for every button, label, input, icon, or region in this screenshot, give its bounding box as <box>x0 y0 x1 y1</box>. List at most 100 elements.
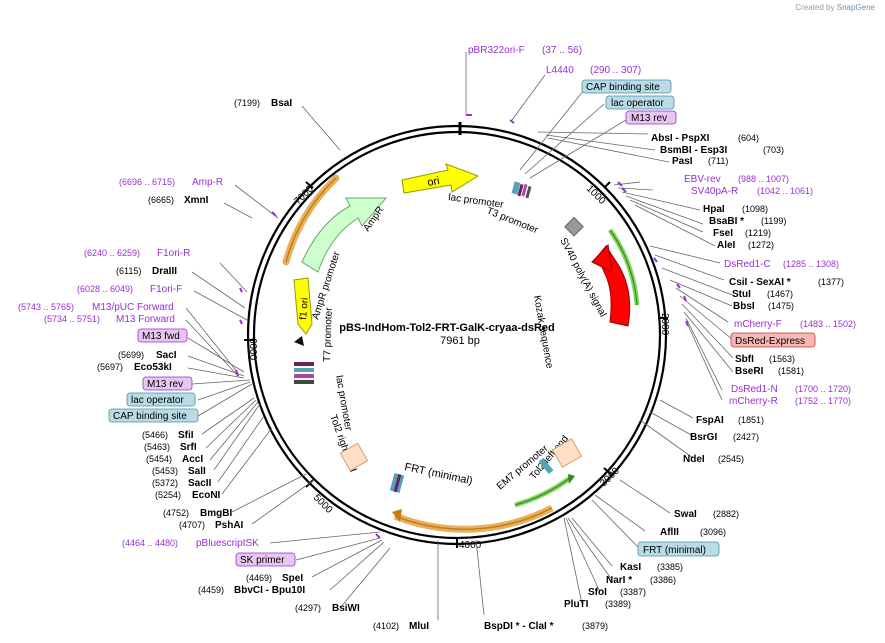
box-cap-binding-site-top <box>581 79 672 94</box>
label-stui-pos: (1467) <box>767 289 793 299</box>
em7-box <box>538 457 554 475</box>
label-fspai-pos: (1851) <box>738 415 764 425</box>
plasmid-size: 7961 bp <box>440 335 480 347</box>
label-bsrgi: BsrGI <box>690 432 717 443</box>
f1-ori-arrow <box>293 277 313 335</box>
ori-arrow <box>401 163 480 194</box>
label-sfoi: SfoI <box>588 587 607 598</box>
label-fsei: FseI <box>713 228 733 239</box>
label-spei: SpeI <box>282 573 303 584</box>
label-econi: EcoNI <box>192 490 221 501</box>
box-cap-binding-site-left <box>108 408 199 423</box>
box-lac-operator-top <box>605 95 675 110</box>
label-l4440-pos: (290 .. 307) <box>590 65 641 76</box>
label-pluti: PluTI <box>564 599 589 610</box>
tick-6000: 6000 <box>247 338 258 361</box>
label-nari-pos: (3386) <box>650 575 676 585</box>
label-m13-rev-left: M13 rev <box>147 379 183 390</box>
label-m13-puc-forward-pos: (5743 .. 5765) <box>18 302 74 312</box>
primer-marks <box>235 114 689 539</box>
label-eco53ki-pos: (5697) <box>97 362 123 372</box>
tol2-left-box <box>551 438 583 468</box>
label-bbvci-pos: (4459) <box>198 585 224 595</box>
label-bspdi-pos: (3879) <box>582 621 608 631</box>
label-sbfi: SbfI <box>735 354 754 365</box>
label-sali: SalI <box>188 466 206 477</box>
frt-minimal-label: FRT (minimal) <box>403 461 473 487</box>
label-xmni: XmnI <box>184 195 209 206</box>
label-bbsi: BbsI <box>733 301 755 312</box>
label-bsiwi: BsiWI <box>332 603 360 614</box>
label-sbfi-pos: (1563) <box>769 354 795 364</box>
label-econi-pos: (5254) <box>155 490 181 500</box>
label-pbr322ori-f: pBR322ori-F <box>468 45 525 56</box>
label-f1ori-f: F1ori-F <box>150 284 182 295</box>
t3-promoter-label: T3 promoter <box>485 206 540 237</box>
label-sv40pa-r: SV40pA-R <box>691 186 738 197</box>
label-m13-puc-forward: M13/pUC Forward <box>92 302 174 313</box>
box-sk-primer <box>235 552 296 567</box>
box-lac-operator-left <box>126 392 196 407</box>
label-hpai: HpaI <box>703 204 725 215</box>
label-saci: SacI <box>156 350 177 361</box>
promoter-cluster-top <box>511 181 532 199</box>
label-bsai: BsaI <box>271 98 292 109</box>
label-ndei-pos: (2545) <box>718 454 744 464</box>
box-m13-rev-top <box>625 110 677 125</box>
plasmid-name: pBS-IndHom-Tol2-FRT-GalK-cryaa-dsRed <box>339 322 555 334</box>
label-pbluescriptsk: pBluescriptSK <box>196 538 259 549</box>
label-bsabi: BsaBI * <box>709 216 744 227</box>
label-fsei-pos: (1219) <box>745 228 771 238</box>
label-bsrgi-pos: (2427) <box>733 432 759 442</box>
label-l4440: L4440 <box>546 65 574 76</box>
label-dsred1-c-pos: (1285 .. 1308) <box>783 259 839 269</box>
label-bmgbi-pos: (4752) <box>163 508 189 518</box>
label-ndei: NdeI <box>683 454 705 465</box>
label-sfii: SfiI <box>178 430 194 441</box>
f1-ori-label: f1 ori <box>298 297 311 320</box>
sv40-label: SV40 poly(A) signal <box>557 236 608 319</box>
label-bsmbi: BsmBI - Esp3I <box>660 145 727 156</box>
label-kasi-pos: (3385) <box>657 562 683 572</box>
label-sali-pos: (5453) <box>152 466 178 476</box>
label-bsai-pos: (7199) <box>234 98 260 108</box>
label-bmgbi: BmgBI <box>200 508 232 519</box>
left-labels: BsaI (7199) Amp-R (6696 .. 6715) XmnI (6… <box>18 98 360 614</box>
label-m13-fwd: M13 fwd <box>142 331 180 342</box>
t7-promoter-label: T7 promoter <box>322 307 335 362</box>
tick-labels: 1000 2000 3000 4000 5000 6000 7000 <box>247 183 670 551</box>
label-pbluescriptsk-pos: (4464 .. 4480) <box>122 538 178 548</box>
label-mcherry-f-pos: (1483 .. 1502) <box>800 319 856 329</box>
box-dsred-express <box>730 332 816 348</box>
label-ebv-rev-pos: (988 .. 1007) <box>738 174 789 184</box>
label-nari: NarI * <box>606 575 632 586</box>
label-bsmbi-pos: (703) <box>763 145 784 155</box>
label-bseri-pos: (1581) <box>778 366 804 376</box>
label-mlui-pos: (4102) <box>373 621 399 631</box>
label-mcherry-r-pos: (1752 .. 1770) <box>795 396 851 406</box>
label-pasi-pos: (711) <box>708 156 728 166</box>
box-frt-minimal <box>637 541 720 557</box>
label-acci-pos: (5454) <box>146 454 172 464</box>
label-bsiwi-pos: (4297) <box>295 603 321 613</box>
leader-lines <box>185 52 736 620</box>
label-fspai: FspAI <box>696 415 724 426</box>
label-m13-forward: M13 Forward <box>116 314 175 325</box>
label-m13-rev-top: M13 rev <box>631 113 667 124</box>
box-m13-fwd <box>137 328 188 343</box>
label-pshai: PshAI <box>215 520 244 531</box>
label-csii-pos: (1377) <box>818 277 844 287</box>
label-f1ori-r: F1ori-R <box>157 248 190 259</box>
label-dsred1-c: DsRed1-C <box>724 259 771 270</box>
label-f1ori-r-pos: (6240 .. 6259) <box>84 248 140 258</box>
label-swai-pos: (2882) <box>713 509 739 519</box>
label-spei-pos: (4469) <box>246 573 272 583</box>
label-aflii: AflII <box>660 527 679 538</box>
label-xmni-pos: (6665) <box>148 195 174 205</box>
label-mlui: MluI <box>409 621 429 632</box>
label-pbr322ori-f-pos: (37 .. 56) <box>542 45 582 56</box>
label-bspdi: BspDI * - ClaI * <box>484 621 554 632</box>
label-kasi: KasI <box>620 562 641 573</box>
label-alei: AleI <box>717 240 736 251</box>
label-acci: AccI <box>182 454 203 465</box>
